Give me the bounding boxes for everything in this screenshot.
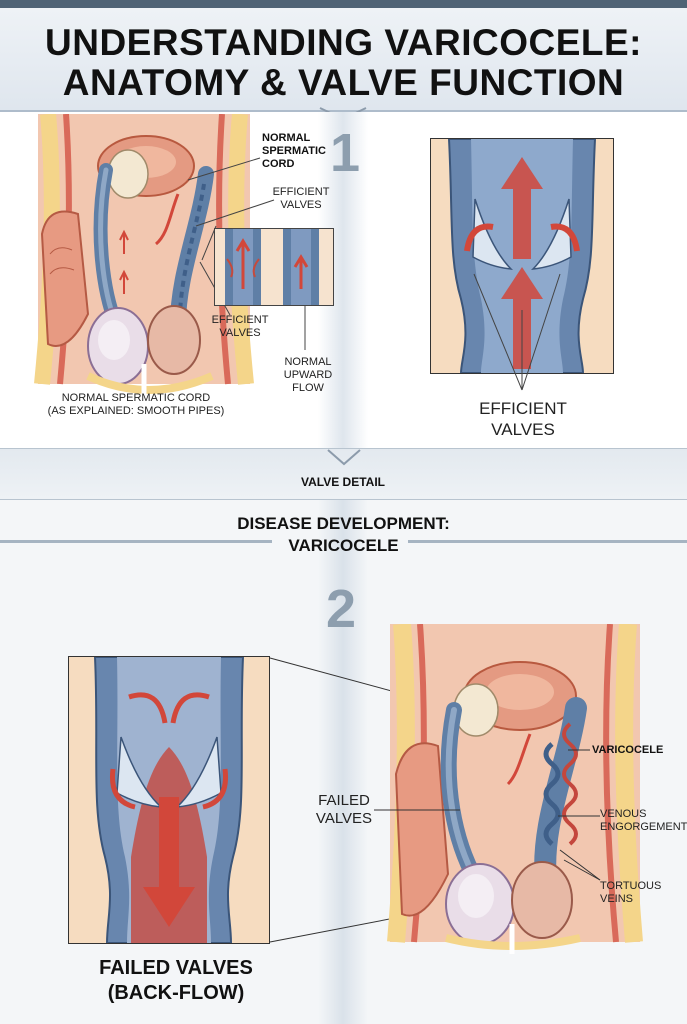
- label-efficient-valves-side: EFFICIENT VALVES: [211, 314, 269, 339]
- failed-valves-title-line-1: FAILED VALVES: [99, 957, 253, 979]
- valve-detail-band: [0, 448, 687, 500]
- mini-valve-illustration: [225, 229, 319, 305]
- failed-valve-illustration: [93, 657, 245, 943]
- title-banner: UNDERSTANDING VARICOCELE: ANATOMY & VALV…: [0, 8, 687, 121]
- label-normal-spermatic-cord: NORMAL SPERMATIC CORD: [262, 132, 326, 170]
- label-efficient-valves-top: EFFICIENT VALVES: [272, 186, 330, 211]
- caption-normal-cord: NORMAL SPERMATIC CORD (AS EXPLAINED: SMO…: [36, 392, 236, 418]
- label-varicocele: VARICOCELE: [592, 744, 664, 756]
- label-venous-engorgement: VENOUS ENGORGEMENT: [600, 808, 687, 833]
- page-title-line-2: ANATOMY & VALVE FUNCTION: [62, 62, 625, 103]
- valve-detail-chevron-icon: [327, 449, 361, 466]
- varicocele-leader-lines: [374, 749, 601, 881]
- section-2-number: 2: [326, 579, 357, 639]
- failed-valves-title-line-2: (BACK-FLOW): [107, 982, 245, 1004]
- valve-mini-inset: [214, 228, 334, 306]
- caption-normal-cord-line-1: NORMAL SPERMATIC CORD: [61, 392, 211, 404]
- section-2-rule-right: [408, 540, 687, 543]
- failed-valves-title: FAILED VALVES (BACK-FLOW): [62, 956, 290, 1006]
- section-2-heading-line-2: VARICOCELE: [288, 536, 399, 555]
- label-normal-upward-flow: NORMAL UPWARD FLOW: [283, 356, 333, 394]
- page-title-line-1: UNDERSTANDING VARICOCELE:: [45, 22, 642, 63]
- efficient-valve-illustration: [447, 139, 597, 373]
- top-bar: [0, 0, 687, 8]
- label-failed-valves: FAILED VALVES: [315, 792, 373, 827]
- section-2-heading-line-1: DISEASE DEVELOPMENT:: [237, 514, 450, 533]
- caption-efficient-valves: EFFICIENT VALVES: [479, 399, 567, 439]
- valve-detail-label: VALVE DETAIL: [301, 475, 385, 489]
- failed-valve-inset: [68, 656, 270, 944]
- inset-leader-lines: [473, 273, 561, 391]
- caption-normal-cord-line-2: (AS EXPLAINED: SMOOTH PIPES): [47, 405, 225, 417]
- section-1-number: 1: [330, 123, 361, 183]
- label-tortuous-veins: TORTUOUS VEINS: [600, 880, 662, 905]
- section-2-rule-left: [0, 540, 272, 543]
